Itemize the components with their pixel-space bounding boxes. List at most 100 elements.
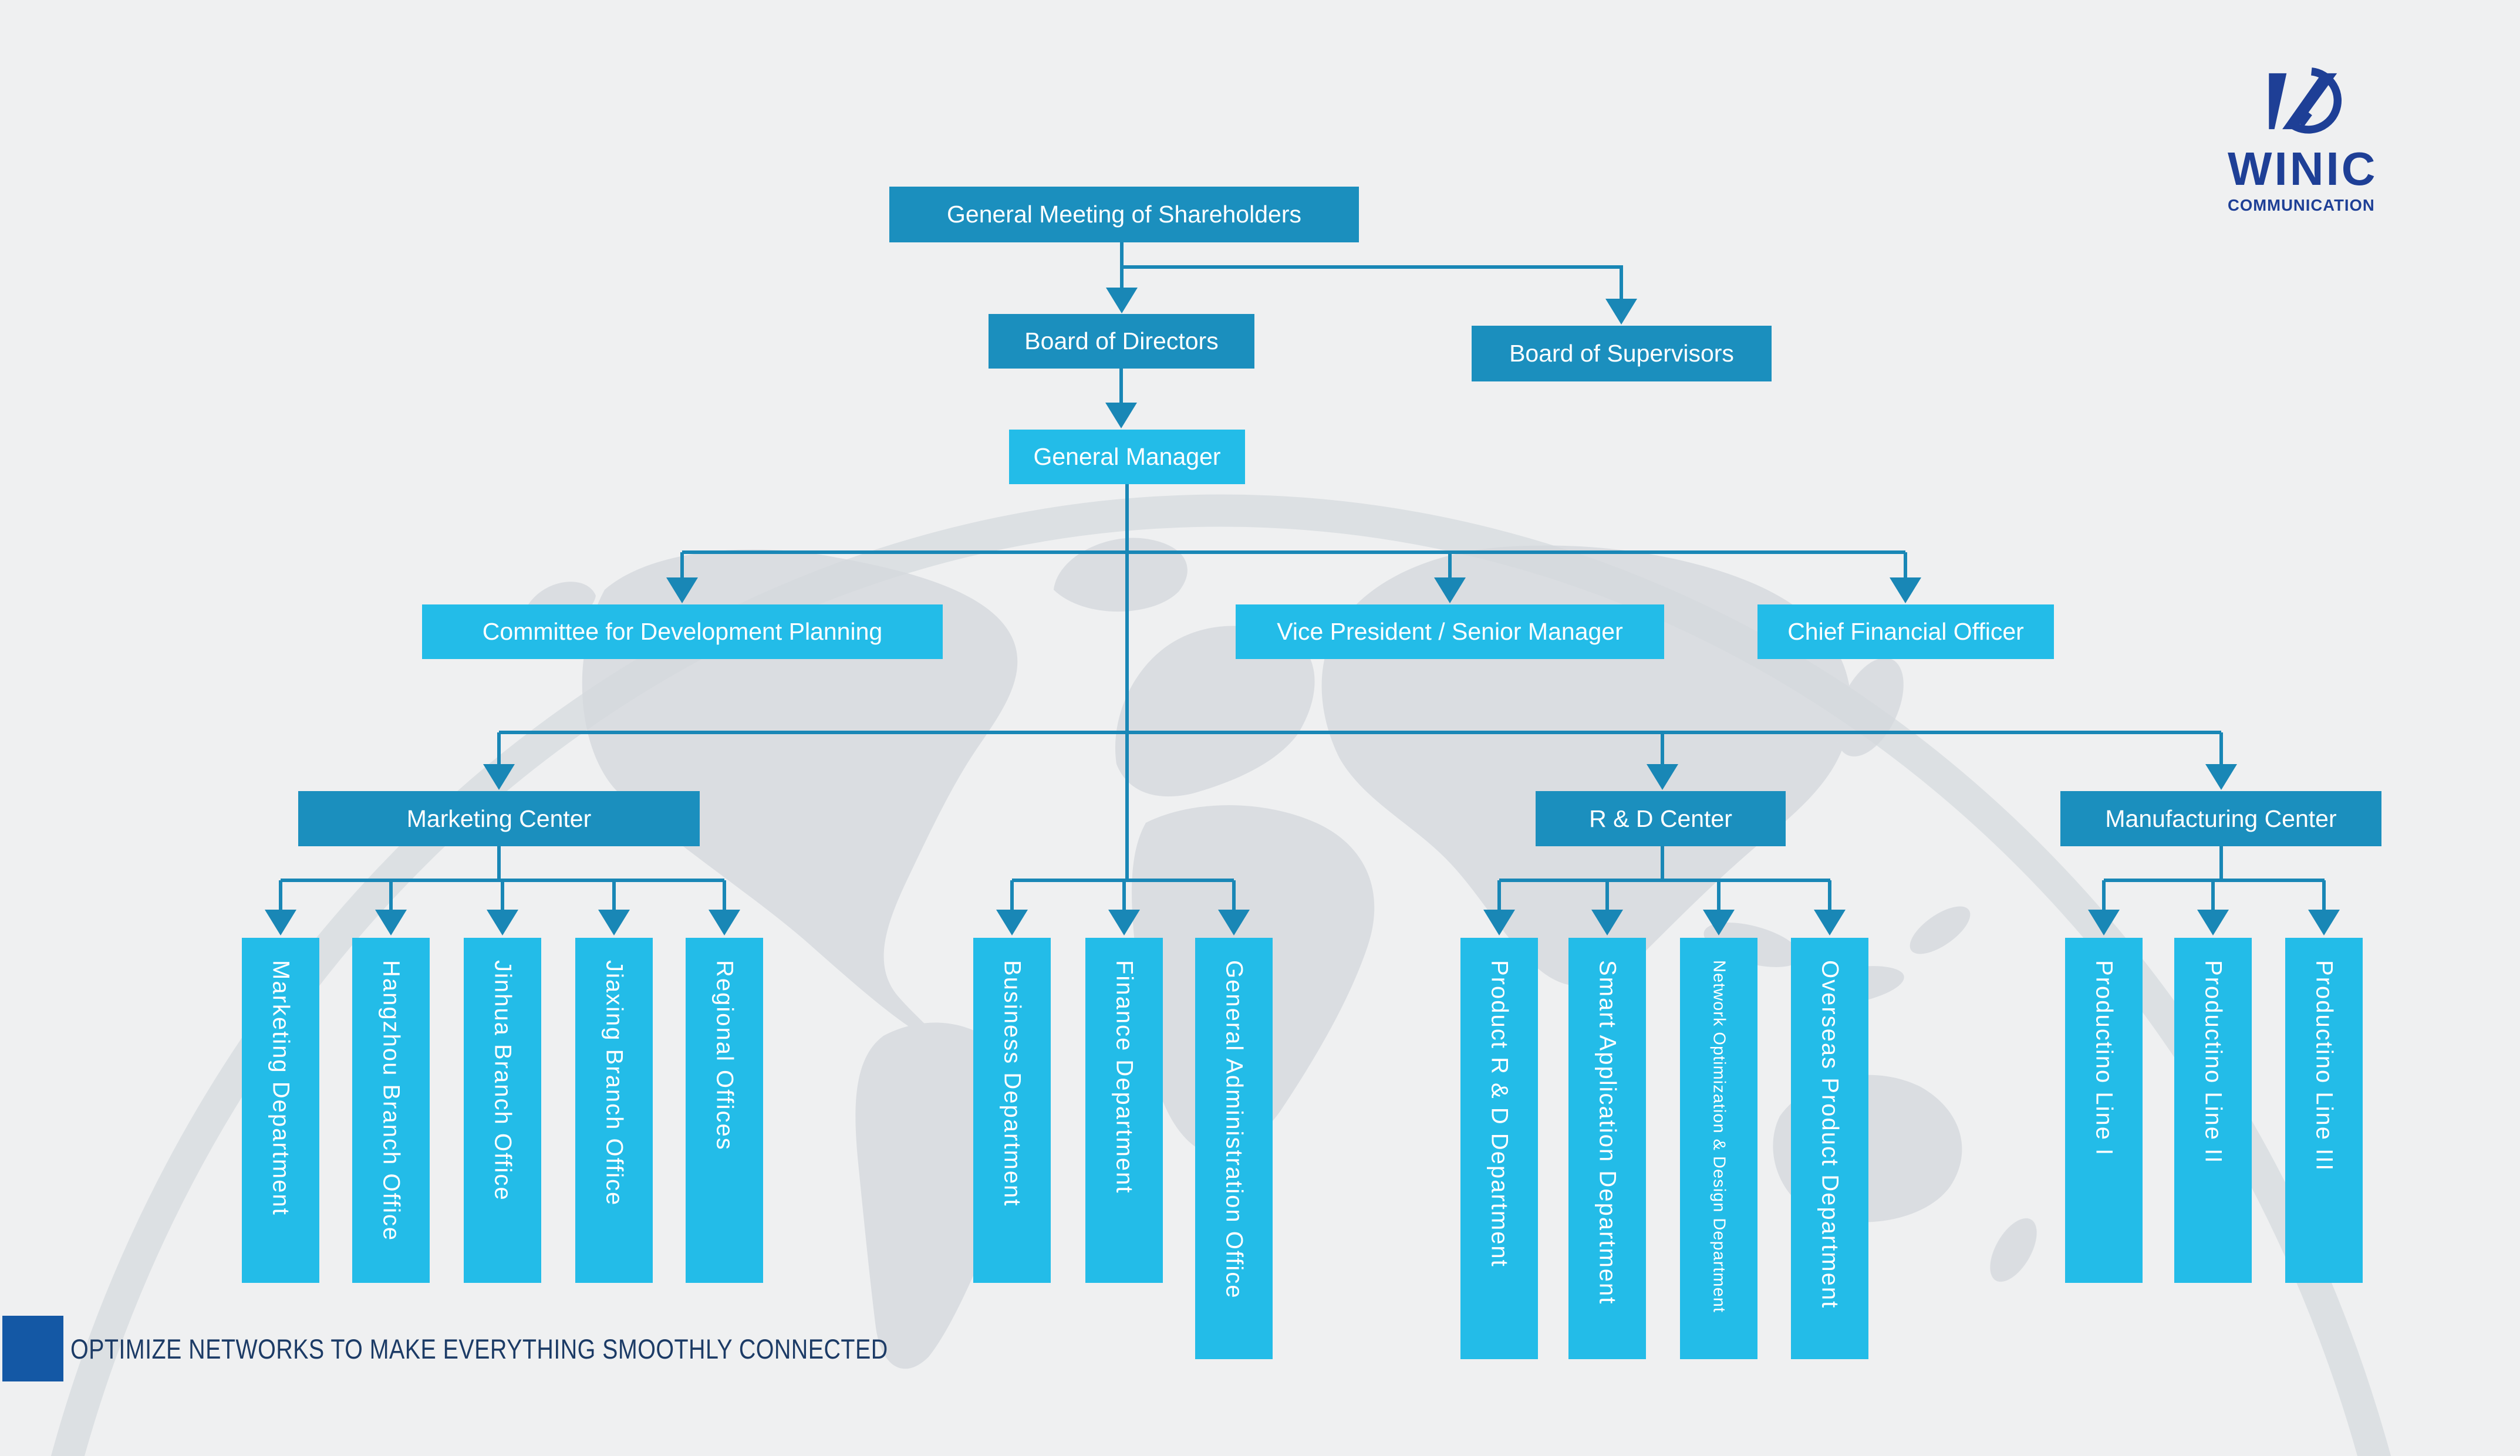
node-label: Manufacturing Center — [2105, 805, 2337, 832]
node-production-line-3: Productino Line III — [2285, 938, 2363, 1283]
arrow-down-icon — [996, 910, 1028, 935]
node-product-rd-department: Product R & D Department — [1460, 938, 1538, 1359]
connector-drop — [2219, 732, 2223, 766]
node-network-optimization-design-department: Network Optimization & Design Department — [1680, 938, 1757, 1359]
arrow-down-icon — [265, 910, 296, 935]
node-vice-president-senior-manager: Vice President / Senior Manager — [1236, 604, 1664, 659]
node-production-line-2: Productino Line II — [2174, 938, 2252, 1283]
node-smart-application-department: Smart Application Department — [1568, 938, 1646, 1359]
node-label: Marketing Department — [268, 960, 294, 1216]
node-label: Smart Application Department — [1594, 960, 1621, 1305]
connector-drop — [279, 880, 282, 911]
connector-marketing-stem — [497, 846, 501, 880]
arrow-down-icon — [1703, 910, 1735, 935]
arrow-down-icon — [487, 910, 518, 935]
node-general-meeting-of-shareholders: General Meeting of Shareholders — [889, 187, 1359, 242]
connector-drop — [2102, 880, 2106, 911]
connector-drop — [1010, 880, 1014, 911]
node-board-of-supervisors: Board of Supervisors — [1472, 326, 1772, 381]
node-board-of-directors: Board of Directors — [989, 314, 1254, 369]
node-label: Committee for Development Planning — [482, 618, 883, 645]
node-rd-center: R & D Center — [1536, 791, 1786, 846]
node-marketing-center: Marketing Center — [298, 791, 700, 846]
connector-drop — [1904, 552, 1907, 579]
arrow-down-icon — [2197, 910, 2229, 935]
logo-name: WINIC — [2228, 143, 2378, 195]
node-label: R & D Center — [1589, 805, 1732, 832]
node-regional-offices: Regional Offices — [686, 938, 763, 1283]
node-hangzhou-branch-office: Hangzhou Branch Office — [352, 938, 430, 1283]
node-manufacturing-center: Manufacturing Center — [2060, 791, 2381, 846]
connector-supervisors-stem — [1620, 265, 1623, 300]
tagline-square-accent — [2, 1316, 63, 1381]
arrow-down-icon — [2308, 910, 2340, 935]
arrow-down-icon — [1647, 764, 1678, 790]
connector-bus1 — [682, 550, 1905, 554]
node-label: Jinhua Branch Office — [490, 960, 516, 1201]
node-label: Regional Offices — [711, 960, 738, 1151]
connector-drop — [612, 880, 616, 911]
connector-drop — [389, 880, 393, 911]
arrow-down-icon — [2088, 910, 2120, 935]
connector-drop — [723, 880, 726, 911]
arrow-down-icon — [1105, 403, 1137, 428]
node-label: General Meeting of Shareholders — [947, 201, 1301, 228]
node-label: Board of Directors — [1024, 327, 1219, 354]
connector-drop — [2322, 880, 2326, 911]
node-label: Finance Department — [1111, 960, 1138, 1194]
node-finance-department: Finance Department — [1085, 938, 1163, 1283]
arrow-down-icon — [1218, 910, 1250, 935]
node-label: Chief Financial Officer — [1787, 618, 2024, 645]
node-label: General Manager — [1033, 443, 1221, 470]
arrow-down-icon — [1591, 910, 1623, 935]
connector-drop — [1232, 880, 1236, 911]
arrow-down-icon — [666, 577, 698, 603]
node-production-line-1: Productino Line I — [2065, 938, 2143, 1283]
arrow-down-icon — [598, 910, 630, 935]
node-label: Jiaxing Branch Office — [601, 960, 628, 1207]
connector-drop — [1605, 880, 1609, 911]
arrow-down-icon — [1434, 577, 1466, 603]
connector-drop — [2211, 880, 2215, 911]
node-label: General Administration Office — [1221, 960, 1247, 1299]
connector-drop — [680, 552, 684, 579]
connector-directors-gm — [1119, 369, 1123, 405]
connector-bus2 — [499, 731, 2221, 734]
arrow-down-icon — [709, 910, 740, 935]
connector-root-branch — [1122, 265, 1621, 269]
node-label: Overseas Product Department — [1817, 960, 1843, 1309]
arrow-down-icon — [1106, 288, 1138, 313]
arrow-down-icon — [1483, 910, 1515, 935]
node-business-department: Business Department — [973, 938, 1051, 1283]
arrow-down-icon — [1890, 577, 1921, 603]
arrow-down-icon — [483, 764, 515, 790]
node-marketing-department: Marketing Department — [242, 938, 319, 1283]
node-label: Productino Line I — [2091, 960, 2117, 1157]
node-general-administration-office: General Administration Office — [1195, 938, 1273, 1359]
connector-drop — [497, 732, 501, 766]
node-jinhua-branch-office: Jinhua Branch Office — [464, 938, 541, 1283]
arrow-down-icon — [2205, 764, 2237, 790]
node-label: Productino Line III — [2311, 960, 2337, 1172]
node-overseas-product-department: Overseas Product Department — [1791, 938, 1868, 1359]
tagline-text: OPTIMIZE NETWORKS TO MAKE EVERYTHING SMO… — [70, 1333, 888, 1364]
node-label: Productino Line II — [2200, 960, 2226, 1164]
node-label: Marketing Center — [406, 805, 592, 832]
node-chief-financial-officer: Chief Financial Officer — [1757, 604, 2054, 659]
connector-drop — [1661, 732, 1664, 766]
node-label: Vice President / Senior Manager — [1277, 618, 1623, 645]
arrow-down-icon — [1108, 910, 1140, 935]
connector-bus-rd — [1499, 879, 1830, 882]
connector-rd-stem — [1661, 846, 1664, 880]
node-label: Product R & D Department — [1486, 960, 1513, 1268]
node-general-manager: General Manager — [1009, 430, 1245, 484]
node-committee-for-development-planning: Committee for Development Planning — [422, 604, 943, 659]
company-logo: WINIC COMMUNICATION — [2228, 65, 2474, 215]
connector-gm-stem — [1125, 484, 1129, 882]
node-jiaxing-branch-office: Jiaxing Branch Office — [575, 938, 653, 1283]
connector-drop — [501, 880, 504, 911]
connector-mfg-stem — [2219, 846, 2223, 880]
logo-subtitle: COMMUNICATION — [2228, 196, 2375, 214]
arrow-down-icon — [375, 910, 407, 935]
node-label: Board of Supervisors — [1509, 340, 1734, 367]
